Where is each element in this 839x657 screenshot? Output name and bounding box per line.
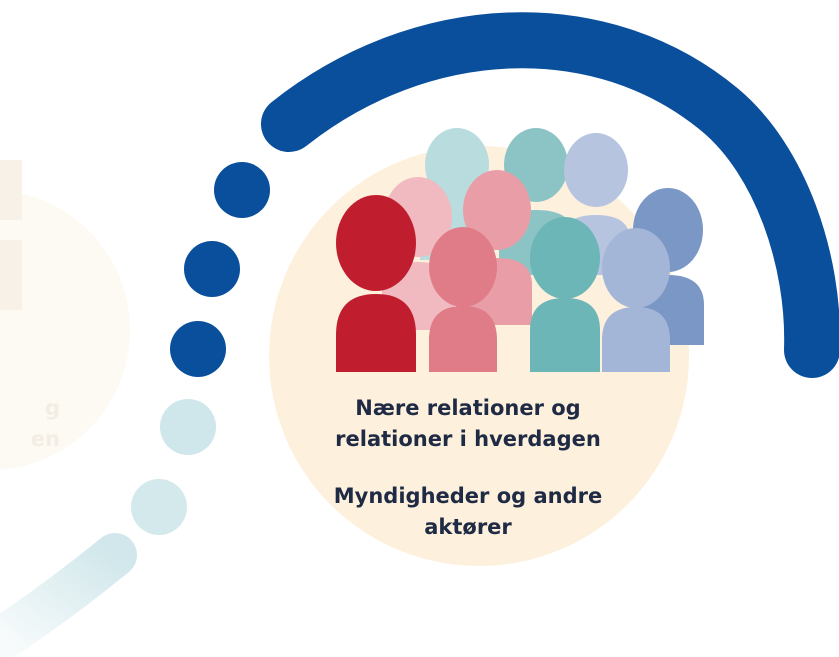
blue-dot xyxy=(214,162,270,218)
blue-dot xyxy=(170,321,226,377)
group-label-authorities: Myndigheder og andre aktører xyxy=(333,484,603,539)
group-label-close-relations: Nære relationer og relationer i hverdage… xyxy=(335,396,601,451)
person-teal-front xyxy=(530,217,600,299)
person-pink-back xyxy=(463,170,531,250)
person-lavender-back xyxy=(564,133,628,207)
person-pink xyxy=(429,227,497,307)
left-card-label-line1: g xyxy=(44,396,60,420)
left-partial-ghost-bar xyxy=(0,240,22,310)
person-lavender-front xyxy=(602,228,670,308)
people-group xyxy=(336,128,704,372)
light-dot xyxy=(160,399,216,455)
light-tail-curve xyxy=(0,533,137,657)
light-dot xyxy=(131,479,187,535)
person-red xyxy=(336,195,416,291)
left-partial-ghost-bar xyxy=(0,160,22,220)
left-card-label-line2: en xyxy=(30,427,60,451)
blue-arc xyxy=(261,12,839,378)
blue-dot xyxy=(184,241,240,297)
left-partial-circle xyxy=(0,190,130,470)
